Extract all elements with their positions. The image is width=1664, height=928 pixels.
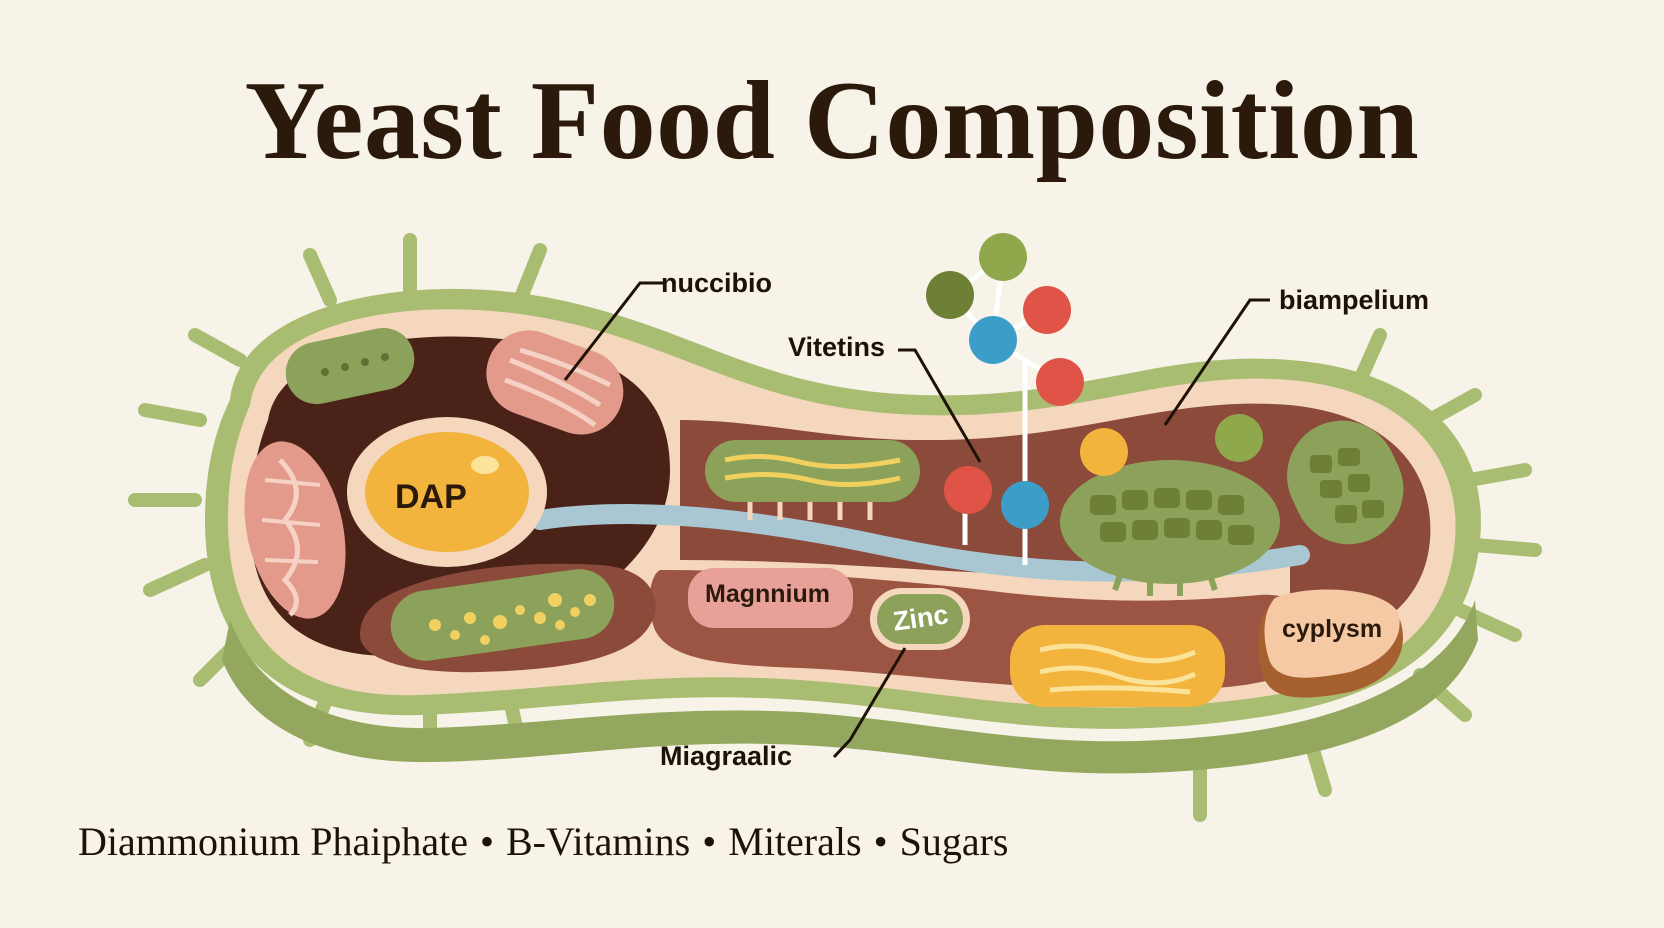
molecule-cluster (926, 233, 1084, 565)
ingredient-b-vitamins: B-Vitamins (505, 819, 691, 864)
top-left-chloroplast (285, 327, 415, 405)
callout-lines (563, 281, 1270, 759)
middle-chloroplast (705, 440, 920, 520)
separator: • (702, 819, 717, 864)
membrane-callout-label: biampelium (1279, 285, 1430, 315)
ingredient-list: Diammonium Phaiphate•B-Vitamins•Miterals… (78, 818, 1008, 865)
right-chloroplast (1060, 460, 1280, 596)
zinc-organelle (877, 594, 963, 644)
mineral-callout-label: Miagraalic (660, 741, 793, 771)
dap-label: DAP (395, 478, 467, 516)
lower-golgi (1010, 625, 1225, 707)
vitamins-callout-label: Vitetins (788, 332, 886, 362)
dap-nucleus (347, 417, 547, 567)
cytoplasm-label: cyplysm (1282, 615, 1383, 643)
bottom-left-vacuole (390, 569, 615, 661)
page-title: Yeast Food Composition (244, 59, 1420, 183)
magnesium-organelle (688, 568, 853, 628)
ingredient-minerals: Miterals (728, 819, 862, 864)
left-mitochondrion (244, 441, 346, 619)
far-right-chloroplast (1287, 420, 1404, 545)
yellow-sphere (1080, 428, 1128, 476)
separator: • (873, 819, 888, 864)
ingredient-sugars: Sugars (899, 819, 1009, 864)
nucleus-callout-label: nuccibio (661, 268, 773, 298)
magnesium-label: Magnnium (705, 580, 830, 608)
cell-wall-shadow (222, 600, 1478, 774)
green-sphere (1215, 414, 1263, 462)
top-mitochondrion (486, 330, 624, 435)
cytoplasm-pad (1258, 589, 1403, 698)
separator: • (479, 819, 494, 864)
ingredient-dap: Diammonium Phaiphate (78, 819, 468, 864)
